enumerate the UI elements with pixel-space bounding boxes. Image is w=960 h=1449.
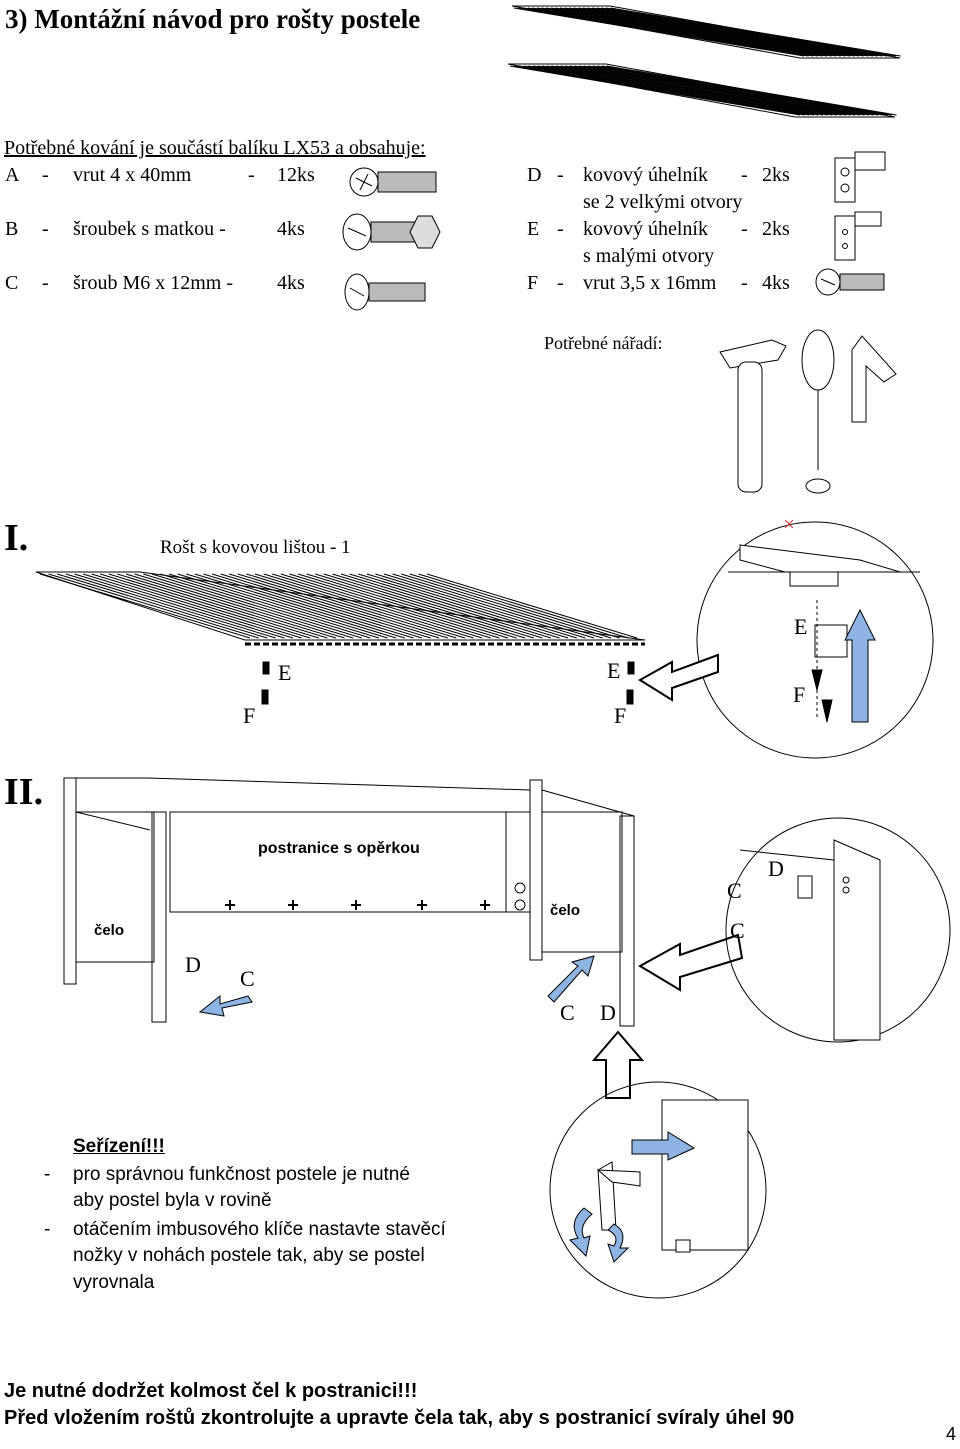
fastener-e-left-icon <box>261 661 270 705</box>
hex-key-icon <box>851 335 897 423</box>
bullet-dash: - <box>44 1219 51 1240</box>
footer-note-2: Před vložením roštů zkontrolujte a uprav… <box>4 1407 795 1429</box>
footer-note-1: Je nutné dodržet kolmost čel k postranic… <box>4 1380 418 1402</box>
slat-frame-top-1 <box>511 5 901 59</box>
headboard-label: čelo <box>550 902 581 919</box>
label-e: E <box>607 658 621 683</box>
part-dash: - <box>42 164 49 186</box>
part-qty: 4ks <box>277 272 305 294</box>
part-qty: 12ks <box>277 164 315 186</box>
fastener-e-right-icon <box>626 661 635 705</box>
arrow-left-step1 <box>638 653 719 702</box>
part-letter: A <box>5 164 20 186</box>
adjust-text: pro správnou funkčnost postele je nutné <box>73 1164 410 1185</box>
part-desc: šroubek s matkou - <box>73 218 226 240</box>
bullet-dash: - <box>44 1164 51 1185</box>
part-qty: 4ks <box>277 218 305 240</box>
step2-numeral: II. <box>4 771 44 813</box>
label-f: F <box>793 682 806 707</box>
bolt-c-icon <box>344 273 426 311</box>
part-letter: E <box>527 218 540 240</box>
slat-frame-top-2 <box>507 63 897 118</box>
part-dash: - <box>557 164 564 186</box>
adjust-text: vyrovnala <box>73 1272 155 1293</box>
step1-caption: Rošt s kovovou lištou - 1 <box>160 537 351 558</box>
adjust-title: Seřízení!!! <box>73 1136 165 1157</box>
part-letter: D <box>527 164 542 186</box>
side-rail-label: postranice s opěrkou <box>258 840 420 857</box>
label-d: D <box>600 1000 616 1025</box>
part-desc: kovový úhelník <box>583 218 708 240</box>
plus-marks <box>225 900 490 910</box>
label-f: F <box>614 703 627 728</box>
part-dash: - <box>248 164 255 186</box>
label-e: E <box>794 614 808 639</box>
label-c: C <box>240 966 255 991</box>
label-e: E <box>278 660 292 685</box>
hardware-intro: Potřebné kování je součástí balíku LX53 … <box>4 137 426 159</box>
detail-circle-step1 <box>696 519 934 759</box>
part-desc: vrut 4 x 40mm <box>73 164 192 186</box>
step1-numeral: I. <box>4 517 29 559</box>
part-dash: - <box>741 164 748 186</box>
label-c: C <box>560 1000 575 1025</box>
part-qty: 2ks <box>762 164 790 186</box>
screw-f-icon <box>815 268 885 296</box>
arrow-up-step1 <box>844 608 876 723</box>
part-dash: - <box>557 272 564 294</box>
hammer-icon <box>719 339 787 493</box>
arrow-left-step2 <box>198 994 253 1017</box>
part-qty: 2ks <box>762 218 790 240</box>
adjust-text: aby postel byla v rovině <box>73 1190 272 1211</box>
tools-label: Potřebné nářadí: <box>544 333 663 353</box>
rotate-arrow-right-icon <box>607 1223 630 1263</box>
part-dash: - <box>557 218 564 240</box>
part-desc: vrut 3,5 x 16mm <box>583 272 717 294</box>
label-d: D <box>768 856 784 881</box>
part-qty: 4ks <box>762 272 790 294</box>
label-f: F <box>243 703 256 728</box>
bolt-nut-b-icon <box>342 213 441 251</box>
label-c: C <box>730 918 745 943</box>
headboard-label: čelo <box>94 922 125 939</box>
bracket-d-icon <box>834 151 886 203</box>
slat-base-step1 <box>35 571 646 646</box>
part-dash: - <box>741 218 748 240</box>
arrow-up-step3 <box>591 1030 645 1099</box>
part-dash: - <box>42 218 49 240</box>
adjust-text: nožky v nohách postele tak, aby se poste… <box>73 1245 425 1266</box>
adjust-text: otáčením imbusového klíče nastavte stavě… <box>73 1219 446 1240</box>
label-d: D <box>185 952 201 977</box>
rotate-arrow-left-icon <box>569 1207 593 1258</box>
part-subdesc: se 2 velkými otvory <box>583 191 743 213</box>
screwdriver-icon <box>801 329 835 494</box>
part-desc: šroub M6 x 12mm - <box>73 272 233 294</box>
part-subdesc: s malými otvory <box>583 245 715 267</box>
detail-circle-step2 <box>725 817 951 1043</box>
label-c: C <box>727 878 742 903</box>
bracket-e-icon <box>834 211 882 261</box>
arrow-diag-step2 <box>547 955 595 1003</box>
arrow-right-adjust <box>631 1131 696 1161</box>
arrow-left-detail2 <box>637 933 744 992</box>
detail-circle-adjust <box>549 1081 767 1299</box>
bed-frame-step2 <box>63 777 635 1027</box>
part-letter: B <box>5 218 19 240</box>
part-dash: - <box>42 272 49 294</box>
part-letter: F <box>527 272 539 294</box>
screw-a-icon <box>349 167 437 197</box>
page-title: 3) Montážní návod pro rošty postele <box>5 4 421 34</box>
part-desc: kovový úhelník <box>583 164 708 186</box>
page-number: 4 <box>945 1424 956 1444</box>
part-dash: - <box>741 272 748 294</box>
part-letter: C <box>5 272 19 294</box>
